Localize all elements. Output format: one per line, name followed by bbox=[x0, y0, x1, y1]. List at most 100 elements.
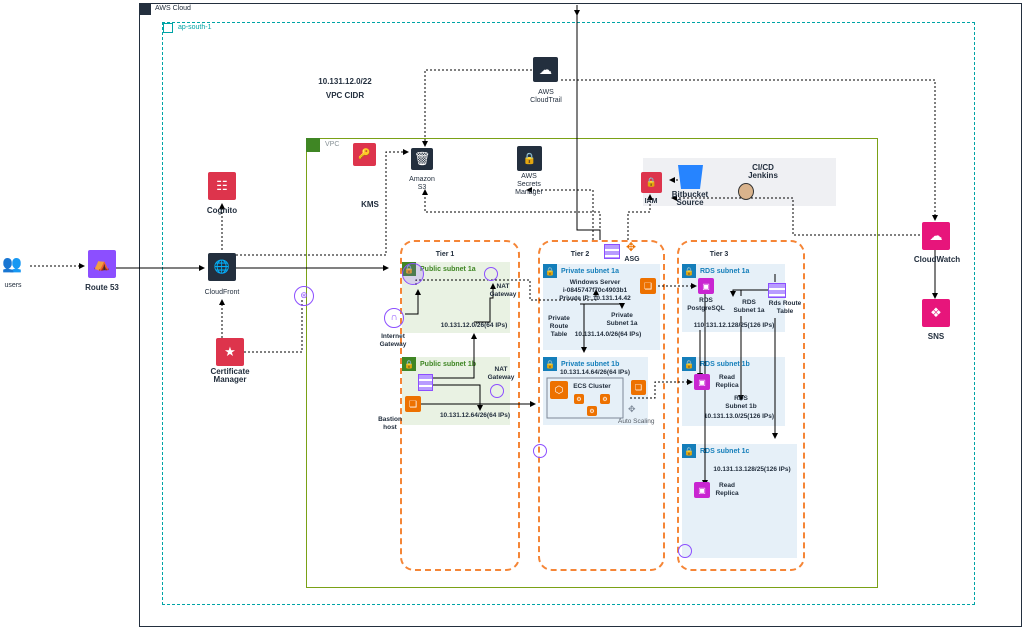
tier-3 bbox=[677, 240, 805, 571]
ec2-instance-icon[interactable]: ❏ bbox=[631, 380, 646, 395]
tier-1 bbox=[400, 240, 520, 571]
cloudwatch-label: CloudWatch bbox=[913, 255, 961, 264]
router-icon bbox=[402, 263, 424, 285]
lock-icon: 🔒 bbox=[682, 264, 696, 278]
route-table-icon bbox=[418, 374, 433, 391]
lock-icon: 🔒 bbox=[543, 357, 557, 371]
cloudfront-icon[interactable]: 🌐 bbox=[208, 253, 236, 281]
container-icon: ⚙ bbox=[587, 406, 597, 416]
nat-gateway-icon bbox=[484, 267, 498, 281]
rds-subnet-1b: 🔒RDS subnet 1b bbox=[682, 357, 785, 426]
vpc-label: VPC bbox=[325, 141, 340, 148]
certificate-manager-icon[interactable]: ★ bbox=[216, 338, 244, 366]
region-flag-icon bbox=[163, 23, 173, 33]
lock-icon: 🔒 bbox=[682, 444, 696, 458]
cloudtrail-label: AWS CloudTrail bbox=[530, 89, 562, 104]
internet-gateway-icon[interactable]: ∩ bbox=[384, 308, 404, 328]
bitbucket-icon[interactable] bbox=[678, 165, 703, 189]
route-table-icon bbox=[604, 244, 620, 259]
region-group bbox=[162, 22, 975, 605]
tier-2-label: Tier 2 bbox=[570, 251, 590, 258]
route53-label: Route 53 bbox=[85, 283, 119, 292]
sns-label: SNS bbox=[927, 332, 945, 341]
cloudtrail-icon[interactable]: ☁ bbox=[533, 57, 558, 82]
tier-2 bbox=[538, 240, 665, 571]
private-subnet-1b-cidr: 10.131.14.64/26(64 IPs) bbox=[559, 369, 631, 376]
s3-label: Amazon S3 bbox=[409, 176, 435, 191]
vpc-group bbox=[306, 138, 878, 588]
container-icon: ⚙ bbox=[600, 394, 610, 404]
vpc-cloud-icon bbox=[306, 138, 320, 152]
rds-subnet-1a-name: RDS Subnet 1a bbox=[733, 299, 765, 314]
read-replica-icon[interactable]: ▣ bbox=[694, 374, 710, 390]
cloudwatch-icon[interactable]: ☁ bbox=[922, 222, 950, 250]
route53-icon[interactable]: ⛺ bbox=[88, 250, 116, 278]
container-icon: ⚙ bbox=[574, 394, 584, 404]
certificate-manager-label: Certificate Manager bbox=[210, 367, 250, 384]
rds-subnet-1a: 🔒RDS subnet 1a bbox=[682, 264, 785, 332]
asg-label: ASG bbox=[624, 256, 640, 263]
vpc-cidr: 10.131.12.0/22 bbox=[318, 77, 372, 86]
s3-bucket-icon[interactable]: 🗑 bbox=[411, 148, 433, 170]
rds-postgresql-label: RDS PostgreSQL bbox=[687, 297, 725, 312]
public-subnet-1b-cidr: 10.131.12.64/26(64 IPs) bbox=[439, 412, 511, 419]
load-balancer-icon: ⊛ bbox=[294, 286, 314, 306]
public-subnet-1a-cidr: 10.131.12.0/26(64 IPs) bbox=[440, 322, 508, 329]
rds-subnet-1c-cidr: 10.131.13.128/25(126 IPs) bbox=[713, 466, 791, 473]
sns-icon[interactable]: ❖ bbox=[922, 299, 950, 327]
vpc-cidr-label: VPC CIDR bbox=[325, 91, 365, 100]
bastion-host-icon[interactable]: ❏ bbox=[405, 396, 421, 412]
jenkins-icon[interactable] bbox=[738, 183, 754, 200]
secrets-manager-icon[interactable]: 🔒 bbox=[517, 146, 542, 171]
iam-icon[interactable]: 🔒 bbox=[641, 172, 662, 193]
private-route-table-label: Private Route Table bbox=[548, 315, 570, 338]
nat-gateway-2-label: NAT Gateway bbox=[487, 366, 515, 381]
users-label: users bbox=[4, 282, 22, 289]
ecs-cluster-label: ECS Cluster bbox=[573, 383, 611, 390]
kms-label: KMS bbox=[361, 200, 379, 209]
cognito-icon[interactable]: ☷ bbox=[208, 172, 236, 200]
read-replica-label: Read Replica bbox=[715, 374, 739, 389]
iam-label: IAM bbox=[644, 198, 658, 205]
windows-server-label: Windows Server bbox=[569, 279, 621, 286]
region-label: ap-south-1 bbox=[178, 24, 212, 31]
aws-cloud-group bbox=[139, 3, 1022, 627]
cognito-label: Cognito bbox=[206, 206, 238, 215]
secrets-manager-label: AWS Secrets Manager bbox=[515, 173, 543, 196]
rds-subnet-1a-cidr: 110.131.12.128/25(126 IPs) bbox=[693, 322, 775, 329]
read-replica-icon[interactable]: ▣ bbox=[694, 482, 710, 498]
nat-gateway-2-icon bbox=[490, 384, 504, 398]
lock-icon: 🔒 bbox=[543, 264, 557, 278]
lock-icon: 🔒 bbox=[402, 357, 416, 371]
bastion-host-label: Bastion host bbox=[378, 416, 402, 431]
instance-id: i-0845747f70c4903b1 bbox=[562, 287, 628, 294]
read-replica-label: Read Replica bbox=[715, 482, 739, 497]
rds-subnet-1c: 🔒RDS subnet 1c bbox=[682, 444, 797, 558]
asg-icon[interactable]: ✥ bbox=[625, 240, 637, 254]
jenkins-label: CI/CD Jenkins bbox=[748, 163, 778, 180]
aws-cloud-label: AWS Cloud bbox=[155, 5, 191, 12]
rds-route-table-label: Rds Route Table bbox=[768, 300, 802, 315]
private-subnet-1a-name: Private Subnet 1a bbox=[606, 312, 638, 327]
private-subnet-1a-cidr: 10.131.14.0/26(64 IPs) bbox=[574, 331, 642, 338]
vpc-endpoint-icon bbox=[533, 444, 547, 458]
auto-scaling-label: Auto Scaling bbox=[618, 418, 655, 425]
cloudfront-label: CloudFront bbox=[204, 289, 240, 296]
ecs-icon[interactable]: ⬡ bbox=[550, 381, 568, 399]
bitbucket-label: Bitbucket Source bbox=[671, 190, 709, 207]
aws-cloud-icon bbox=[139, 3, 151, 15]
users-icon: 👥 bbox=[2, 256, 22, 273]
tier-3-label: Tier 3 bbox=[709, 251, 729, 258]
kms-icon[interactable]: 🔑 bbox=[353, 143, 376, 166]
tier-1-label: Tier 1 bbox=[435, 251, 455, 258]
rds-subnet-1b-cidr: 10.131.13.0/25(126 IPs) bbox=[703, 413, 775, 420]
route-table-icon bbox=[768, 283, 786, 298]
nat-gateway-label: NAT Gateway bbox=[489, 283, 517, 298]
internet-gateway-label: Internet Gateway bbox=[379, 333, 407, 348]
auto-scaling-icon: ✥ bbox=[628, 404, 636, 414]
rds-subnet-1b-name: RDS Subnet 1b bbox=[725, 395, 757, 410]
ec2-instance-icon[interactable]: ❏ bbox=[640, 278, 656, 294]
rds-postgresql-icon[interactable]: ▣ bbox=[698, 278, 714, 294]
private-ip: Private IP: 10.131.14.42 bbox=[559, 295, 631, 302]
